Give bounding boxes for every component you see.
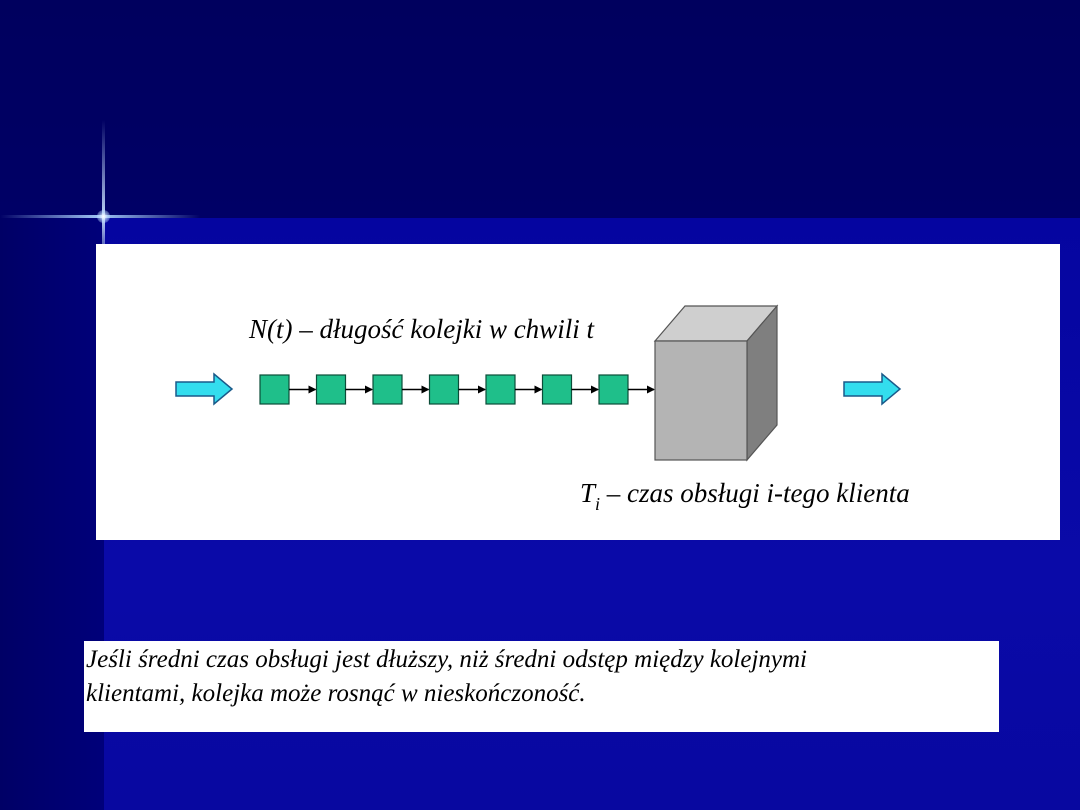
queue-length-label: N(t) – długość kolejki w chwili t [248, 314, 595, 344]
caption-line-1: Jeśli średni czas obsługi jest dłuższy, … [86, 646, 807, 673]
queue-box-1 [259, 374, 290, 405]
service-time-label: Ti – czas obsługi i-tego klienta [580, 478, 910, 514]
queue-box-4 [428, 374, 460, 405]
incoming-arrow-icon [175, 372, 234, 406]
outgoing-arrow-icon [843, 372, 902, 406]
light-flare-vertical [102, 120, 105, 270]
queue-box-5 [485, 374, 516, 405]
queue-box-6 [541, 374, 573, 405]
queue [259, 374, 655, 405]
queue-box-7 [598, 374, 629, 405]
queue-box-2 [315, 374, 347, 405]
service-time-subscript: i [595, 494, 600, 514]
service-time-symbol: T [580, 478, 597, 508]
queue-diagram-svg: N(t) – długość kolejki w chwili t Ti – c… [175, 304, 910, 514]
caption-box: Jeśli średni czas obsługi jest dłuższy, … [84, 641, 999, 732]
caption-line-2: klientami, kolejka może rosnąć w nieskoń… [86, 680, 586, 707]
server-block [653, 304, 779, 462]
server-front-face [654, 340, 748, 461]
queue-diagram: N(t) – długość kolejki w chwili t Ti – c… [96, 244, 1060, 540]
queue-box-3 [372, 374, 403, 405]
service-time-description: – czas obsługi i-tego klienta [600, 478, 910, 508]
title-band [0, 0, 1080, 218]
light-flare-core [97, 210, 110, 223]
